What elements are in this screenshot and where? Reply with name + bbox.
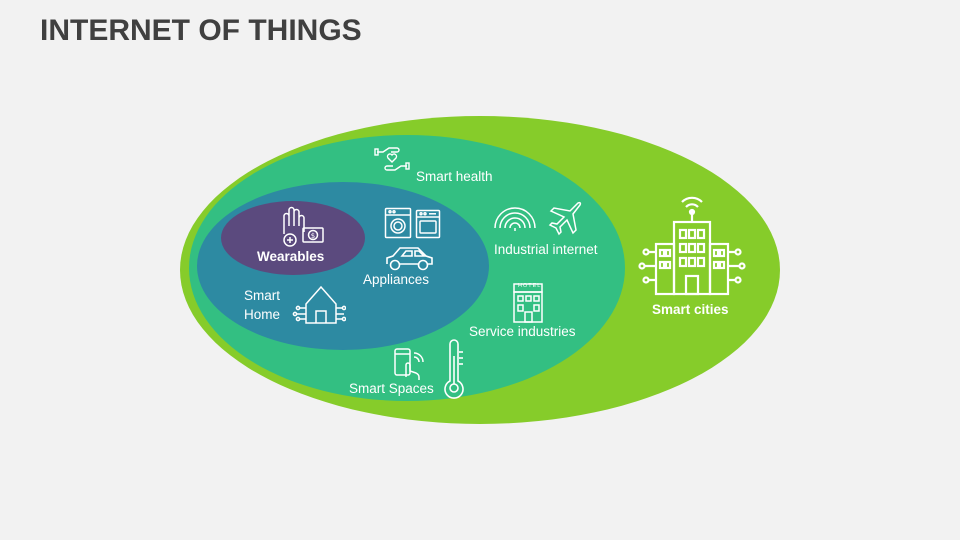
label-smart-cities: Smart cities [652, 302, 729, 317]
label-wearables: Wearables [257, 249, 325, 264]
label-service-industries: Service industries [469, 324, 576, 339]
label-appliances: Appliances [363, 272, 430, 287]
washing-machine-icon [384, 207, 412, 239]
core-ellipse-wearables [221, 201, 365, 275]
wearable-hand-icon: $ [283, 206, 324, 247]
smart-home-icon [292, 285, 346, 324]
label-smart-health: Smart health [416, 169, 493, 184]
smartphone-touch-icon [394, 348, 424, 380]
signal-waves-icon [494, 207, 536, 231]
smart-city-building-icon [638, 196, 746, 296]
airplane-icon [548, 201, 582, 236]
hand-heart-icon [374, 147, 410, 171]
thermometer-icon [444, 339, 464, 399]
svg-text:$: $ [311, 232, 315, 240]
label-smart-spaces: Smart Spaces [349, 381, 434, 396]
oven-icon [415, 209, 441, 239]
hotel-sign-text: HOTEL [518, 283, 542, 289]
label-industrial-internet: Industrial internet [494, 242, 598, 257]
car-icon [386, 247, 433, 271]
label-smart-home: Smart Home [244, 288, 281, 322]
hotel-icon [513, 283, 543, 323]
page-title: INTERNET OF THINGS [40, 14, 362, 47]
